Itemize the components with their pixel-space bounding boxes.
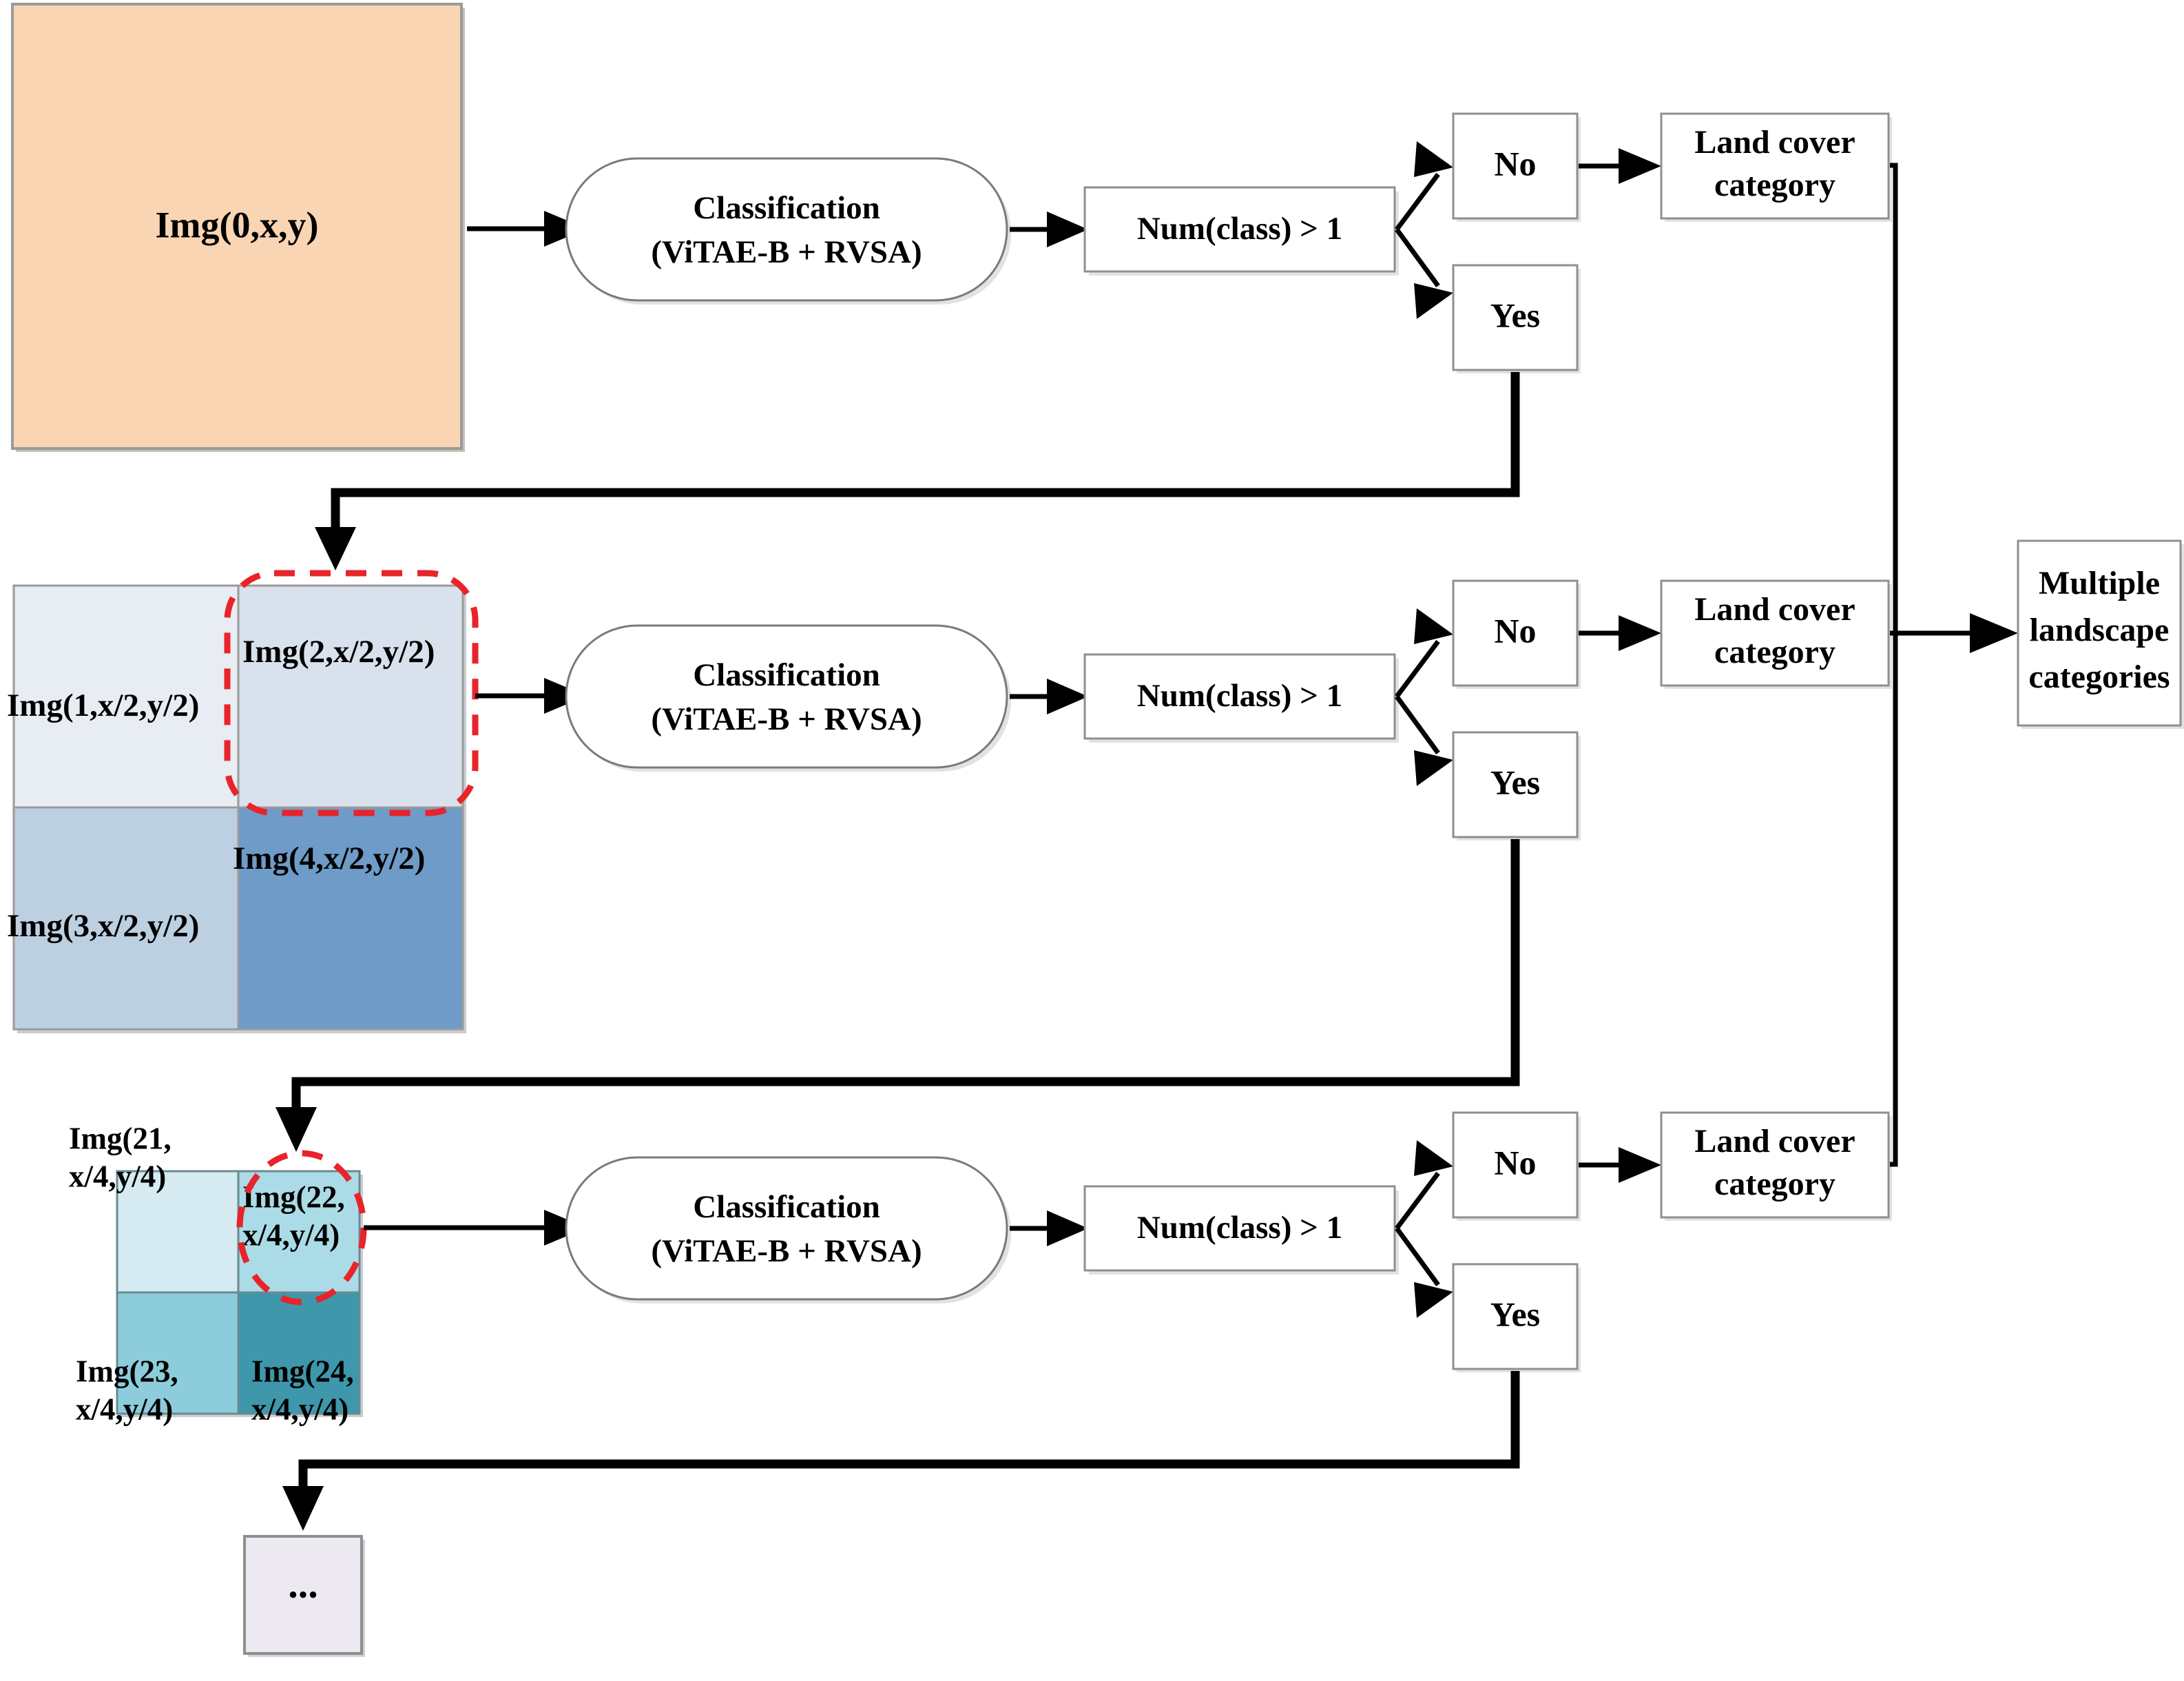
- branch-arrows-row-1: [1395, 141, 1453, 319]
- yes-box-row-3[interactable]: Yes: [1452, 1263, 1581, 1372]
- level2-label-24-line1: Img(24,: [251, 1354, 354, 1388]
- no-box-row-3[interactable]: No: [1452, 1111, 1581, 1221]
- branch-arrows-row-3: [1395, 1140, 1453, 1318]
- outcome-rect-1: [1660, 112, 1890, 220]
- yes-label-row2: Yes: [1490, 763, 1540, 801]
- arrow-classification-to-condition-row3: [1010, 1210, 1088, 1246]
- outcome-box-row-2[interactable]: Land cover category: [1660, 579, 1892, 689]
- classification-box-row-3[interactable]: Classification (ViTAE-B + RVSA): [565, 1156, 1011, 1303]
- level2-label-23-line1: Img(23,: [76, 1354, 178, 1388]
- outcome-label-line1-row1: Land cover: [1694, 124, 1855, 161]
- outcome-rect-3: [1660, 1111, 1890, 1219]
- yes-box-row-2[interactable]: Yes: [1452, 731, 1581, 840]
- classification-rect-3: [565, 1156, 1008, 1301]
- condition-label-row1: Num(class) > 1: [1137, 211, 1342, 247]
- classification-box-row-2[interactable]: Classification (ViTAE-B + RVSA): [565, 624, 1011, 772]
- outcome-rect-2: [1660, 579, 1890, 687]
- condition-label-row3: Num(class) > 1: [1137, 1210, 1342, 1246]
- no-label-row1: No: [1494, 144, 1536, 183]
- condition-box-row-3[interactable]: Num(class) > 1: [1083, 1185, 1399, 1275]
- level0-label: Img(0,x,y): [156, 204, 319, 245]
- yes-path-row-2: [275, 839, 1520, 1152]
- level2-cell-bottom-right: [237, 1291, 361, 1415]
- yes-box-row-1[interactable]: Yes: [1452, 264, 1581, 373]
- classification-label-line1-row3: Classification: [693, 1189, 880, 1225]
- collector-rail-to-final-node: [1890, 163, 2018, 1167]
- outcome-box-row-3[interactable]: Land cover category: [1660, 1111, 1892, 1221]
- no-box-row-2[interactable]: No: [1452, 579, 1581, 689]
- level2-label-22-line2: x/4,y/4): [242, 1217, 340, 1252]
- no-box-row-1[interactable]: No: [1452, 112, 1581, 222]
- outcome-label-line1-row3: Land cover: [1694, 1123, 1855, 1159]
- level1-highlight-dashed-outline: [224, 570, 479, 816]
- no-label-row3: No: [1494, 1143, 1536, 1182]
- level1-label-4: Img(4,x/2,y/2): [233, 840, 425, 876]
- ellipsis-rect: [243, 1535, 363, 1655]
- level1-cell-bottom-right: [237, 806, 464, 1031]
- classification-rect-1: [565, 157, 1008, 302]
- arrow-no-to-outcome-row2: [1579, 615, 1661, 651]
- no-rect-2: [1452, 579, 1579, 687]
- yes-rect-2: [1452, 731, 1579, 838]
- level2-label-24-line2: x/4,y/4): [251, 1392, 349, 1426]
- level2-label-21-line2: x/4,y/4): [69, 1159, 166, 1193]
- level1-label-3: Img(3,x/2,y/2): [7, 908, 199, 944]
- final-node-line2: landscape: [2030, 612, 2170, 648]
- condition-rect-2: [1083, 653, 1396, 740]
- arrow-classification-to-condition-row1: [1010, 212, 1088, 247]
- level1-cell-bottom-left: [12, 806, 240, 1031]
- level2-cell-top-right: [237, 1170, 361, 1294]
- yes-path-row-1: [315, 372, 1520, 570]
- final-node-line3: categories: [2028, 659, 2170, 695]
- outcome-label-line1-row2: Land cover: [1694, 591, 1855, 628]
- final-node-rect: [2017, 539, 2182, 727]
- final-node-line1: Multiple: [2039, 565, 2160, 601]
- level2-label-23-line2: x/4,y/4): [76, 1392, 173, 1426]
- level2-image-grid: Img(21, x/4,y/4) Img(22, x/4,y/4) Img(23…: [69, 1121, 363, 1426]
- classification-label-line1-row1: Classification: [693, 190, 880, 226]
- arrow-no-to-outcome-row3: [1579, 1147, 1661, 1183]
- classification-label-line1-row2: Classification: [693, 657, 880, 693]
- yes-path-row-3: [282, 1371, 1520, 1531]
- outcome-box-row-1[interactable]: Land cover category: [1660, 112, 1892, 222]
- no-rect-1: [1452, 112, 1579, 220]
- no-label-row2: No: [1494, 611, 1536, 650]
- final-node-box[interactable]: Multiple landscape categories: [2017, 539, 2184, 729]
- level1-label-1: Img(1,x/2,y/2): [7, 688, 199, 723]
- classification-box-row-1[interactable]: Classification (ViTAE-B + RVSA): [565, 157, 1011, 305]
- branch-arrows-row-2: [1395, 608, 1453, 786]
- condition-rect-3: [1083, 1185, 1396, 1272]
- yes-rect-3: [1452, 1263, 1579, 1370]
- ellipsis-box[interactable]: ...: [243, 1535, 365, 1657]
- outcome-label-line2-row2: category: [1714, 634, 1835, 670]
- arrow-no-to-outcome-row1: [1579, 148, 1661, 184]
- arrow-classification-to-condition-row2: [1010, 679, 1088, 714]
- condition-rect-1: [1083, 186, 1396, 273]
- classification-label-line2-row2: (ViTAE-B + RVSA): [651, 701, 922, 737]
- level2-label-22-line1: Img(22,: [242, 1179, 345, 1214]
- yes-label-row1: Yes: [1490, 296, 1540, 334]
- outcome-label-line2-row1: category: [1714, 167, 1835, 203]
- yes-label-row3: Yes: [1490, 1295, 1540, 1333]
- level0-image-block: Img(0,x,y): [11, 3, 465, 452]
- outcome-label-line2-row3: category: [1714, 1166, 1835, 1202]
- level1-cell-top-left: [12, 584, 240, 809]
- condition-label-row2: Num(class) > 1: [1137, 678, 1342, 714]
- level0-tile: [11, 3, 463, 450]
- level1-cell-top-right: [237, 584, 464, 809]
- ellipsis-label: ...: [288, 1561, 318, 1606]
- no-rect-3: [1452, 1111, 1579, 1219]
- classification-label-line2-row3: (ViTAE-B + RVSA): [651, 1233, 922, 1269]
- yes-rect-1: [1452, 264, 1579, 371]
- classification-rect-2: [565, 624, 1008, 769]
- level1-image-grid: Img(1,x/2,y/2) Img(2,x/2,y/2) Img(3,x/2,…: [7, 584, 466, 1033]
- level1-label-2: Img(2,x/2,y/2): [242, 634, 435, 670]
- classification-label-line2-row1: (ViTAE-B + RVSA): [651, 234, 922, 270]
- arrow-level2-to-classification: [364, 1210, 587, 1246]
- level2-label-21-line1: Img(21,: [69, 1121, 171, 1155]
- condition-box-row-2[interactable]: Num(class) > 1: [1083, 653, 1399, 743]
- level2-cell-bottom-left: [116, 1291, 240, 1415]
- condition-box-row-1[interactable]: Num(class) > 1: [1083, 186, 1399, 276]
